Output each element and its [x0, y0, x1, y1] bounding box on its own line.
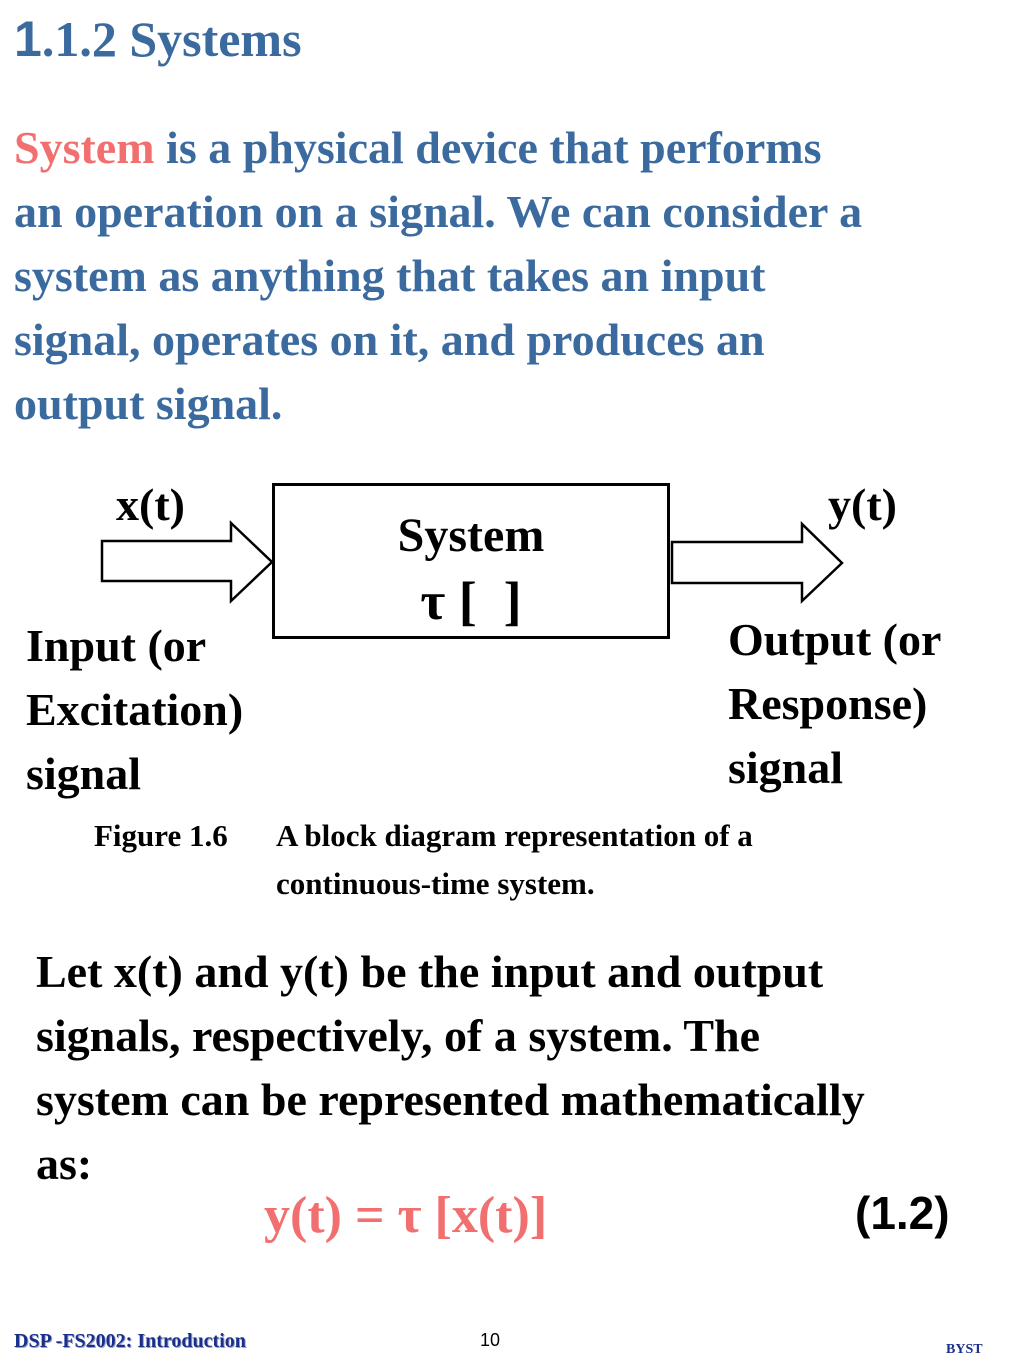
body-line: system can be represented mathematically: [36, 1074, 865, 1125]
system-equation: y(t) = τ [x(t)]: [264, 1187, 548, 1244]
output-signal-label: y(t): [828, 479, 897, 530]
footer-course-title: DSP -FS2002: Introduction: [14, 1330, 246, 1352]
slide-title: 1.1.2 Systems: [14, 12, 302, 67]
definition-term: System: [14, 122, 155, 173]
output-description-line: Response): [728, 678, 928, 729]
definition-line-1: System is a physical device that perform…: [14, 116, 1014, 180]
output-description-line: signal: [728, 742, 844, 793]
title-number-first: 1: [14, 11, 42, 67]
output-description-line: Output (or: [728, 614, 942, 665]
input-arrow: [100, 520, 274, 604]
input-description: Input (or Excitation) signal: [26, 614, 243, 806]
footer-author: BYST: [946, 1342, 983, 1357]
figure-caption-line-1: A block diagram representation of a: [276, 818, 753, 853]
body-paragraph: Let x(t) and y(t) be the input and outpu…: [36, 940, 1016, 1196]
system-block: [272, 483, 670, 639]
output-description: Output (or Response) signal: [728, 608, 941, 800]
body-line: signals, respectively, of a system. The: [36, 1010, 761, 1061]
title-text: .1.2 Systems: [41, 11, 302, 67]
definition-line-1-rest: is a physical device that performs: [154, 122, 822, 173]
body-line: as:: [36, 1138, 93, 1189]
definition-paragraph: System is a physical device that perform…: [14, 116, 1014, 436]
equation-number: (1.2): [855, 1187, 950, 1239]
body-line: Let x(t) and y(t) be the input and outpu…: [36, 946, 824, 997]
definition-line-5: output signal.: [14, 378, 283, 429]
diagram-arrows: [100, 520, 844, 604]
figure-label: Figure 1.6: [94, 818, 228, 853]
system-block-operator: τ [ ]: [420, 571, 522, 631]
definition-line-3: system as anything that takes an input: [14, 250, 766, 301]
footer-page-number: 10: [480, 1330, 501, 1350]
definition-line-2: an operation on a signal. We can conside…: [14, 186, 863, 237]
input-description-line: Input (or: [26, 620, 207, 671]
input-signal-label: x(t): [116, 479, 185, 530]
figure-caption-line-2: continuous-time system.: [276, 866, 595, 901]
system-block-name: System: [397, 509, 545, 562]
input-description-line: Excitation): [26, 684, 244, 735]
input-description-line: signal: [26, 748, 142, 799]
definition-line-4: signal, operates on it, and produces an: [14, 314, 765, 365]
output-arrow: [670, 521, 844, 604]
